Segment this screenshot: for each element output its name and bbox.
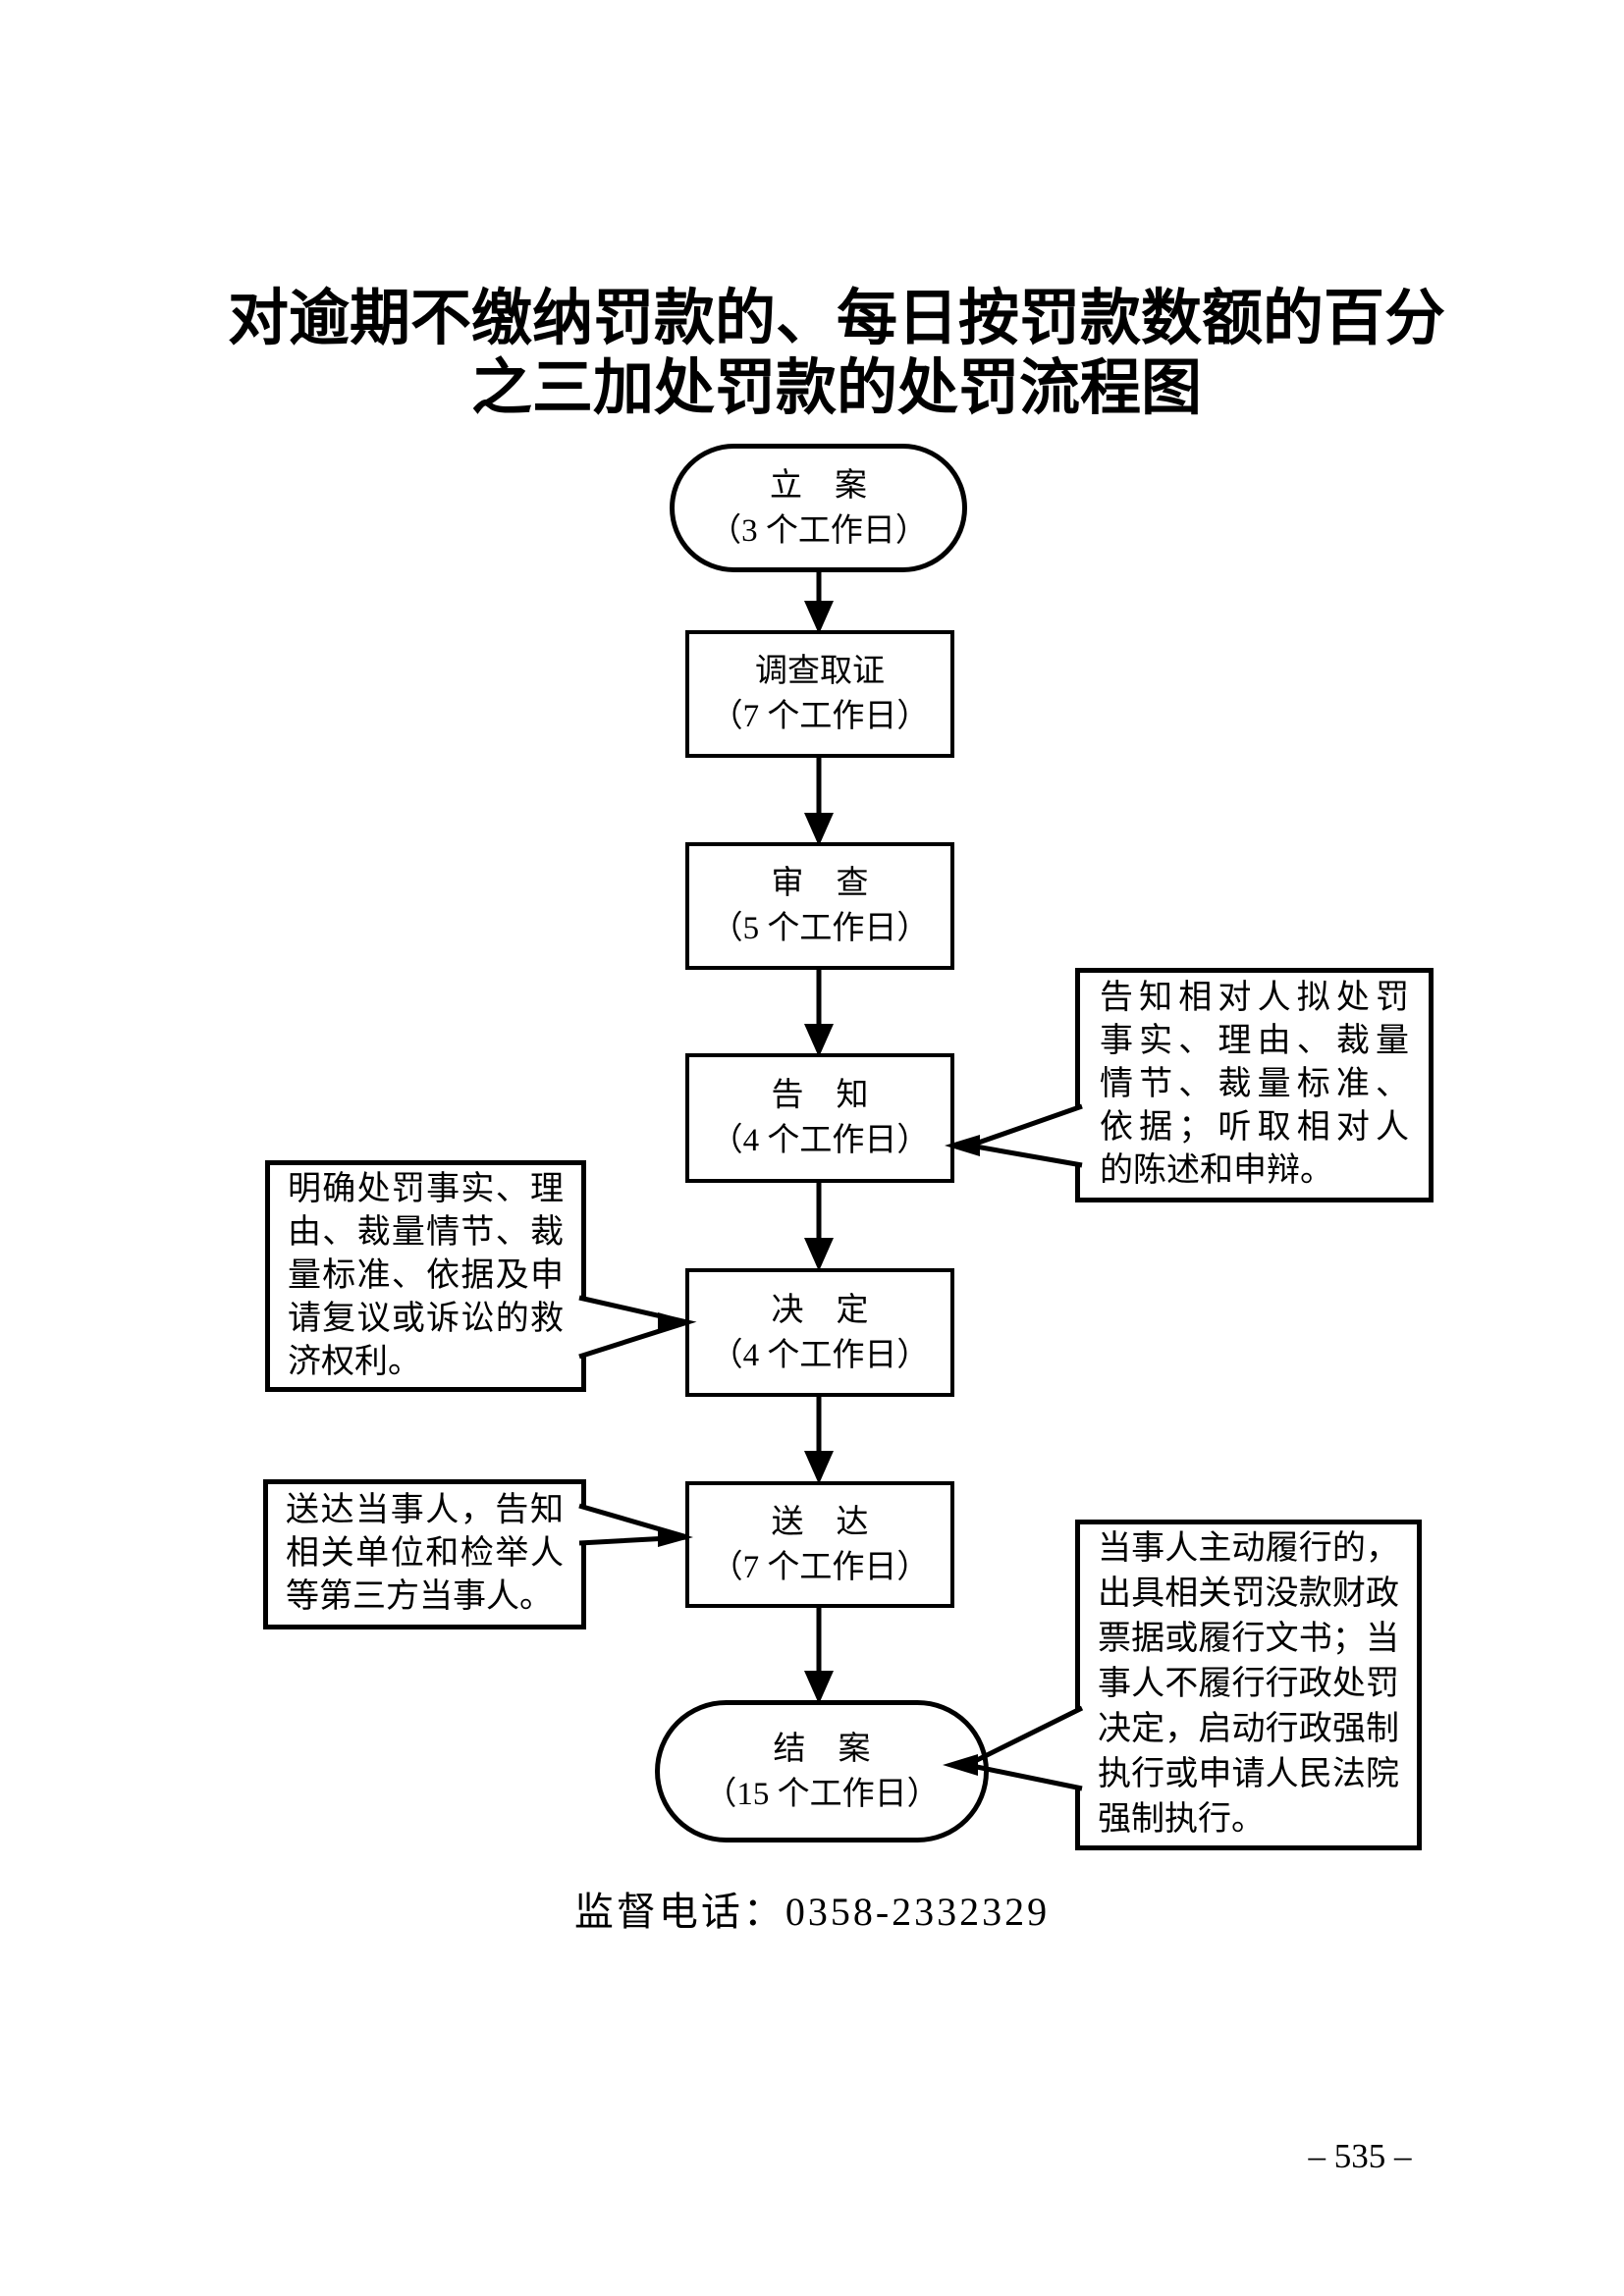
node-days: （7 个工作日） <box>710 1549 930 1585</box>
node-label: 调查取证 <box>755 654 885 689</box>
node-days: （7 个工作日） <box>710 699 930 734</box>
page-title: 对逾期不缴纳罚款的、每日按罚款数额的百分之三加处罚款的处罚流程图 <box>227 286 1445 422</box>
supervision-phone: 监督电话：0358-2332329 <box>573 1890 1051 1934</box>
node-days: （3 个工作日） <box>709 512 928 549</box>
node-days: （4 个工作日） <box>710 1337 930 1373</box>
page-number: – 535 – <box>1308 2137 1412 2175</box>
node-label: 审 查 <box>771 866 869 901</box>
node-days: （5 个工作日） <box>710 911 930 946</box>
node-label: 立 案 <box>770 467 867 504</box>
arrow-li-an-to-diaocha <box>804 570 834 634</box>
arrow-shencha-to-gaozhi <box>804 968 834 1057</box>
callout-gaozhi-note: 告知相对人拟处罚事实、理由、裁量情节、裁量标准、依据；听取相对人的陈述和申辩。 <box>1075 968 1434 1202</box>
flow-node-li-an: 立 案 （3 个工作日） <box>670 444 967 572</box>
node-label: 决 定 <box>771 1292 869 1328</box>
flow-node-shencha: 审 查 （5 个工作日） <box>685 842 954 970</box>
flow-node-jiean: 结 案 （15 个工作日） <box>655 1700 989 1842</box>
arrow-songda-to-jiean <box>804 1606 834 1704</box>
flow-node-songda: 送 达 （7 个工作日） <box>685 1481 954 1608</box>
node-days: （15 个工作日） <box>704 1776 940 1812</box>
callout-songda-note: 送达当事人，告知相关单位和检举人等第三方当事人。 <box>263 1479 586 1629</box>
arrow-diaocha-to-shencha <box>804 756 834 846</box>
node-label: 送 达 <box>771 1504 869 1540</box>
flow-node-diaocha-quzheng: 调查取证 （7 个工作日） <box>685 630 954 758</box>
callout-jueding-note: 明确处罚事实、理由、裁量情节、裁量标准、依据及申请复议或诉讼的救济权利。 <box>265 1160 586 1392</box>
node-label: 告 知 <box>771 1078 869 1113</box>
arrow-gaozhi-to-jueding <box>804 1181 834 1271</box>
callout-tail-gaozhi <box>945 1103 1083 1168</box>
node-label: 结 案 <box>773 1731 871 1767</box>
node-days: （4 个工作日） <box>710 1123 930 1158</box>
callout-tail-songda <box>578 1503 693 1547</box>
flow-node-gaozhi: 告 知 （4 个工作日） <box>685 1053 954 1183</box>
callout-jiean-note: 当事人主动履行的，出具相关罚没款财政票据或履行文书；当事人不履行行政处罚决定，启… <box>1075 1520 1422 1850</box>
flow-node-jueding: 决 定 （4 个工作日） <box>685 1268 954 1397</box>
arrow-jueding-to-songda <box>804 1395 834 1484</box>
callout-tail-jueding <box>578 1295 697 1360</box>
